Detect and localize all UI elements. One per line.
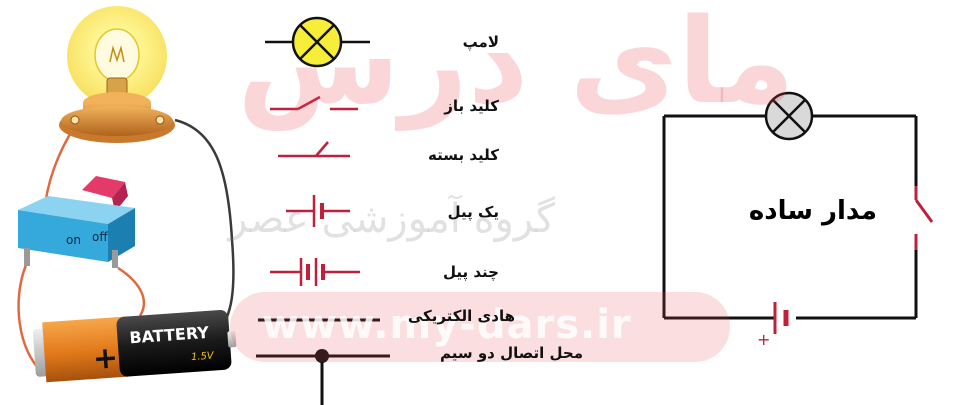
terminal-screw (70, 115, 80, 125)
label-junction: محل اتصال دو سیم (439, 344, 583, 362)
lamp-holder-plate (61, 106, 173, 136)
watermark-group-name: گروه آموزشی عصر (228, 196, 555, 242)
circuit-cell (773, 302, 789, 334)
open-switch-symbol (270, 95, 358, 111)
switch-leg (112, 250, 118, 268)
wire-lamp-to-battery (174, 118, 235, 334)
switch-rocker (82, 176, 125, 198)
battery-voltage-text: 1.5V (191, 350, 216, 363)
switch-rocker-side (112, 182, 128, 212)
switch-top (18, 196, 135, 224)
wire-switch-to-battery-2 (117, 266, 146, 317)
battery-orange-body (42, 316, 131, 383)
circuit-title: مدار ساده (748, 196, 877, 226)
bulb-glass (94, 28, 140, 82)
switch-front (18, 210, 108, 262)
watermark-url: www.my-dars.ir (262, 302, 632, 348)
battery-black-body (116, 309, 232, 377)
label-multiple-cells: چند پیل (443, 263, 499, 281)
watermark-brand: مای درس (237, 0, 795, 130)
closed-switch-symbol (278, 141, 350, 158)
physical-circuit-illustration: on off BATTERY 1.5V + (17, 6, 237, 383)
terminal-screw (155, 115, 165, 125)
label-closed-switch: کلید بسته (428, 146, 499, 164)
battery-plus-sign: + (92, 340, 120, 377)
lamp-symbol (265, 16, 370, 68)
multi-cell-symbol (270, 258, 360, 286)
junction-symbol (256, 349, 390, 405)
battery-positive-nub (227, 331, 237, 348)
label-lamp: لامپ (462, 33, 499, 51)
label-single-cell: یک پیل (447, 203, 499, 221)
single-cell-symbol (286, 195, 350, 227)
circuit-schematic: + (662, 91, 934, 349)
switch-off-label: off (92, 230, 108, 244)
circuit-lamp (764, 91, 814, 141)
switch-on-label: on (66, 233, 81, 247)
symbol-column (256, 16, 390, 405)
switch-leg (24, 248, 30, 266)
circuit-open-switch (914, 186, 934, 250)
switch-side (108, 208, 135, 262)
label-open-switch: کلید باز (444, 97, 499, 115)
label-conductor: هادی الکتریکی (407, 307, 515, 325)
circuit-plus-sign: + (757, 330, 770, 349)
wire-switch-to-battery (17, 264, 43, 373)
battery-cell: BATTERY 1.5V + (32, 309, 237, 383)
bulb-filament (109, 45, 125, 63)
watermark-url-band (230, 292, 730, 362)
